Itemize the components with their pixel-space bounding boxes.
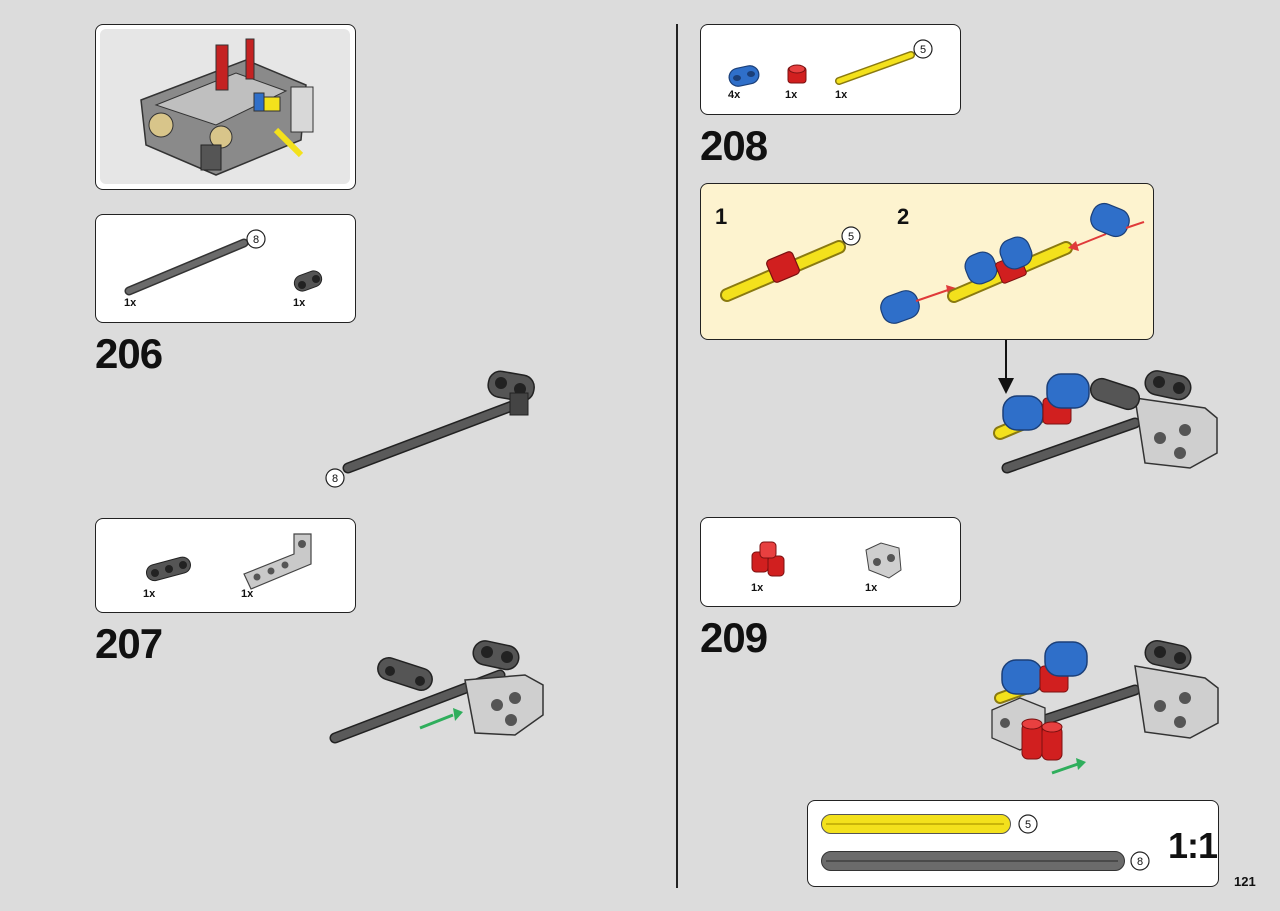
axle-5-scale-bar [821, 814, 1011, 834]
step-206-part-1-qty: 1x [124, 297, 137, 309]
previous-model-illustration [140, 38, 314, 176]
step-208-part-2-qty: 1x [785, 89, 798, 101]
step-208-part-3-qty: 1x [835, 89, 848, 101]
step-208-assembly [993, 370, 1218, 474]
axle-8-scale-bar [821, 851, 1125, 871]
axle-8-scale-label: 8 [1137, 856, 1143, 868]
step-207-number: 207 [95, 620, 163, 667]
step-207-part-2-qty: 1x [241, 588, 254, 600]
step-207-parts-panel: 1x 1x [95, 518, 356, 613]
step-206-part-2-qty: 1x [293, 297, 306, 309]
step-208-length-callout: 5 [913, 39, 933, 59]
axle-8-scale-callout: 8 [1130, 851, 1150, 871]
step-209-assembly [991, 639, 1219, 775]
previous-model-panel [95, 24, 356, 190]
substep-2-number: 2 [897, 204, 910, 229]
axle-5-scale-callout: 5 [1018, 814, 1038, 834]
step-208-subassembly-callout: 1 2 5 [700, 183, 1154, 340]
step-208-length-label: 5 [920, 44, 926, 56]
red-bush-part [787, 64, 807, 84]
gray-connector-part [865, 542, 902, 579]
step-207-part-1-qty: 1x [143, 588, 156, 600]
axle-5-scale-label: 5 [1025, 819, 1031, 831]
substep-1-length-label: 5 [848, 231, 854, 243]
red-double-bush-part [751, 541, 785, 577]
callout-down-arrow [998, 340, 1014, 394]
step-209-part-2-qty: 1x [865, 582, 878, 594]
step-206-assembly [342, 370, 535, 474]
step-206-model-length-label: 8 [332, 473, 338, 485]
step-209-parts-panel: 1x 1x [700, 517, 961, 607]
step-208-number: 208 [700, 122, 768, 169]
step-208-parts-panel: 5 4x 1x 1x [700, 24, 961, 115]
step-209-number: 209 [700, 614, 768, 661]
step-206-model-length-callout: 8 [325, 468, 345, 488]
step-206-length-callout: 8 [246, 229, 266, 249]
step-206-length-label: 8 [253, 234, 259, 246]
pin-connector-part [145, 556, 191, 582]
substep-1-illustration [720, 240, 846, 302]
step-206-number: 206 [95, 330, 163, 377]
step-209-part-1-qty: 1x [751, 582, 764, 594]
scale-reference-box: 5 8 1:1 [807, 800, 1219, 887]
pin-connector-part [293, 270, 323, 292]
substep-1-number: 1 [715, 204, 728, 229]
step-207-assembly [329, 640, 544, 744]
axle-5-part [835, 51, 915, 85]
angled-beam-part [243, 533, 312, 590]
substep-2-illustration [880, 202, 1145, 324]
page-number: 121 [1234, 874, 1256, 889]
substep-1-length-callout: 5 [841, 226, 861, 246]
page-divider [676, 24, 678, 888]
axle-8-part [124, 238, 249, 296]
step-206-parts-panel: 8 1x 1x [95, 214, 356, 323]
blue-connector-part [728, 65, 760, 87]
scale-label: 1:1 [1168, 825, 1218, 866]
step-208-part-1-qty: 4x [728, 89, 741, 101]
